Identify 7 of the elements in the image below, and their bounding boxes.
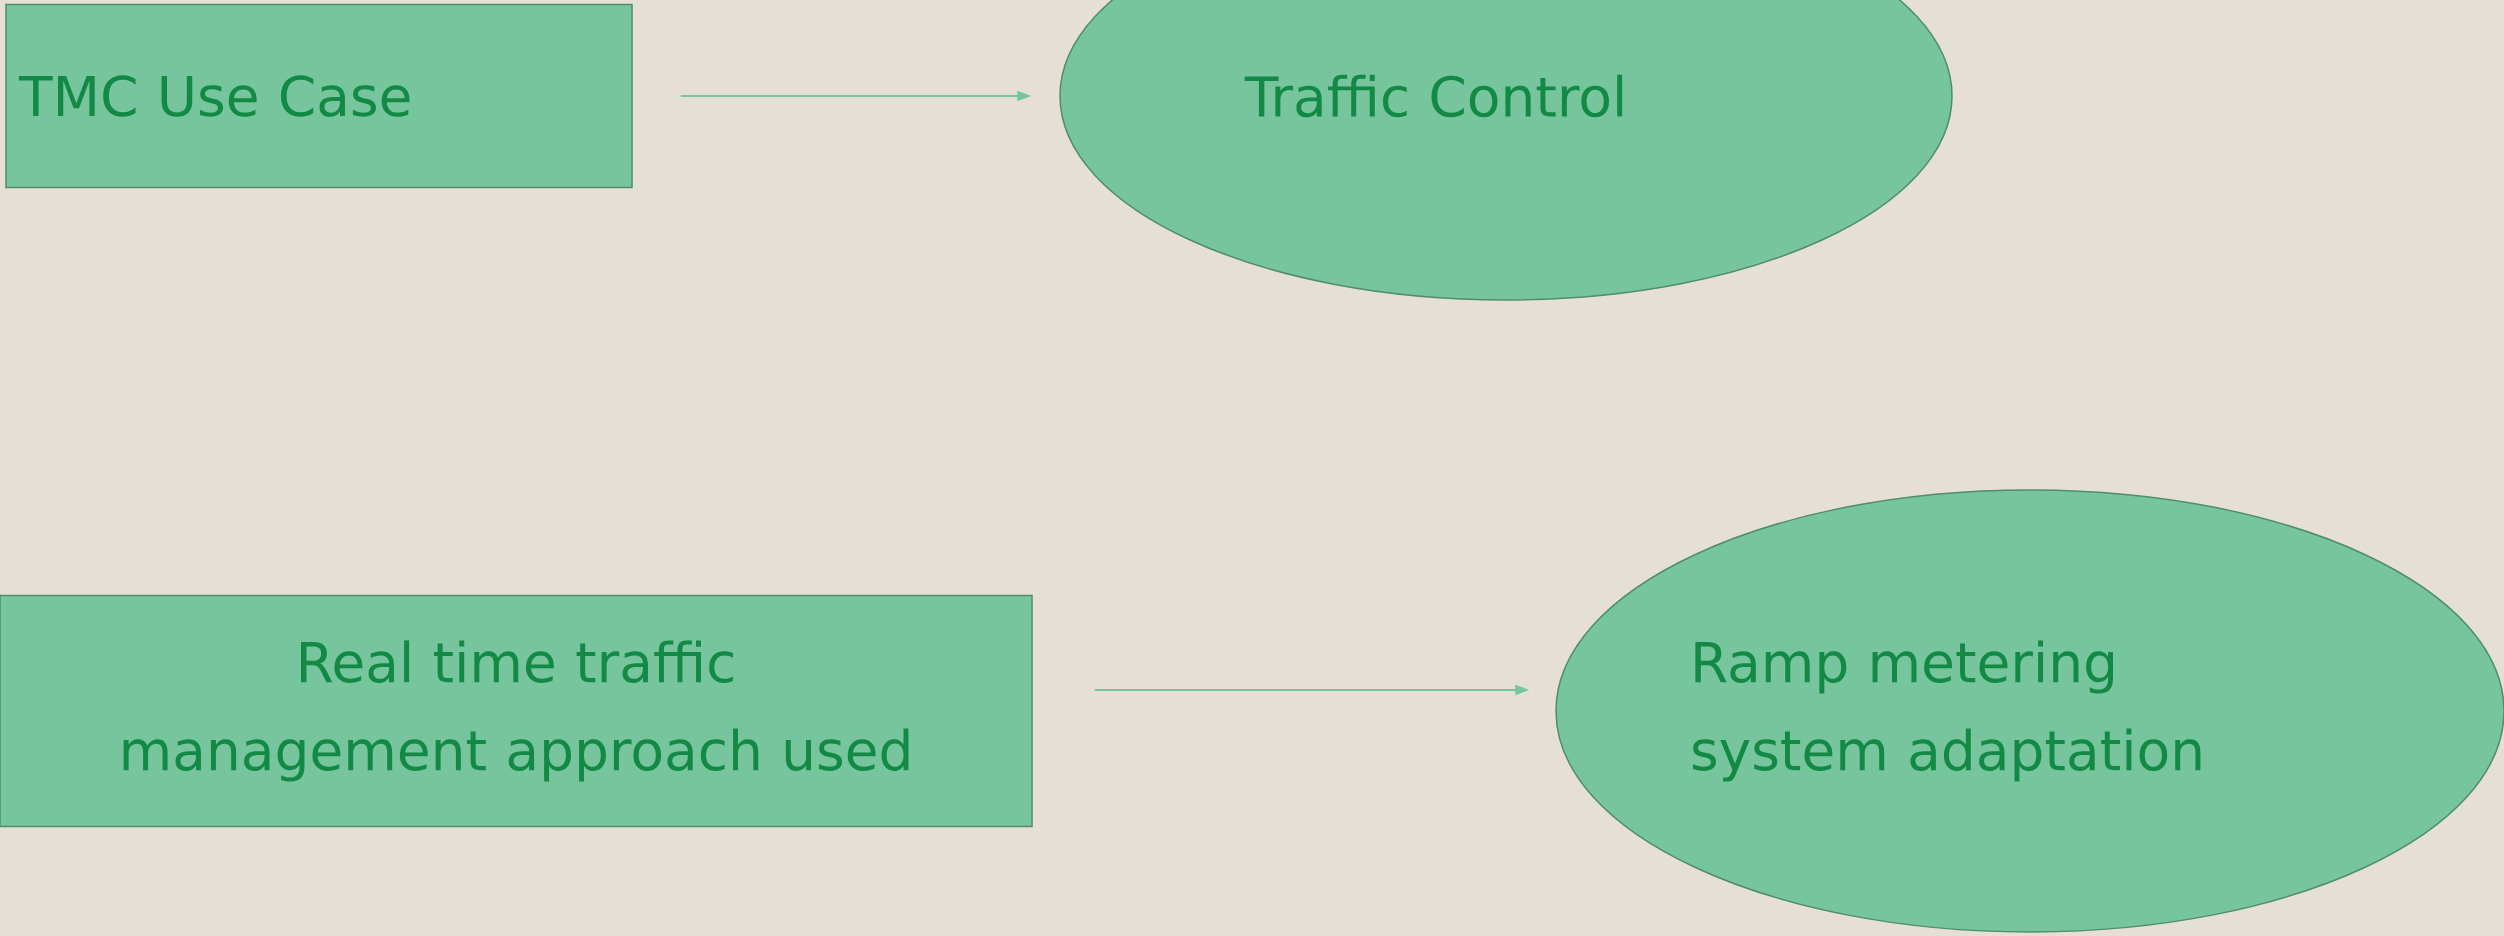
process-box — [5, 3, 633, 189]
node-text: TMC Use Case — [18, 75, 410, 117]
process-box — [0, 594, 1033, 828]
node-text: Traffic Control — [1244, 74, 1623, 118]
node-text: Ramp metering system adaptation — [1693, 640, 2201, 782]
node-text: Real time traffic management approach used — [123, 640, 909, 782]
process-ellipse — [1555, 489, 2504, 933]
